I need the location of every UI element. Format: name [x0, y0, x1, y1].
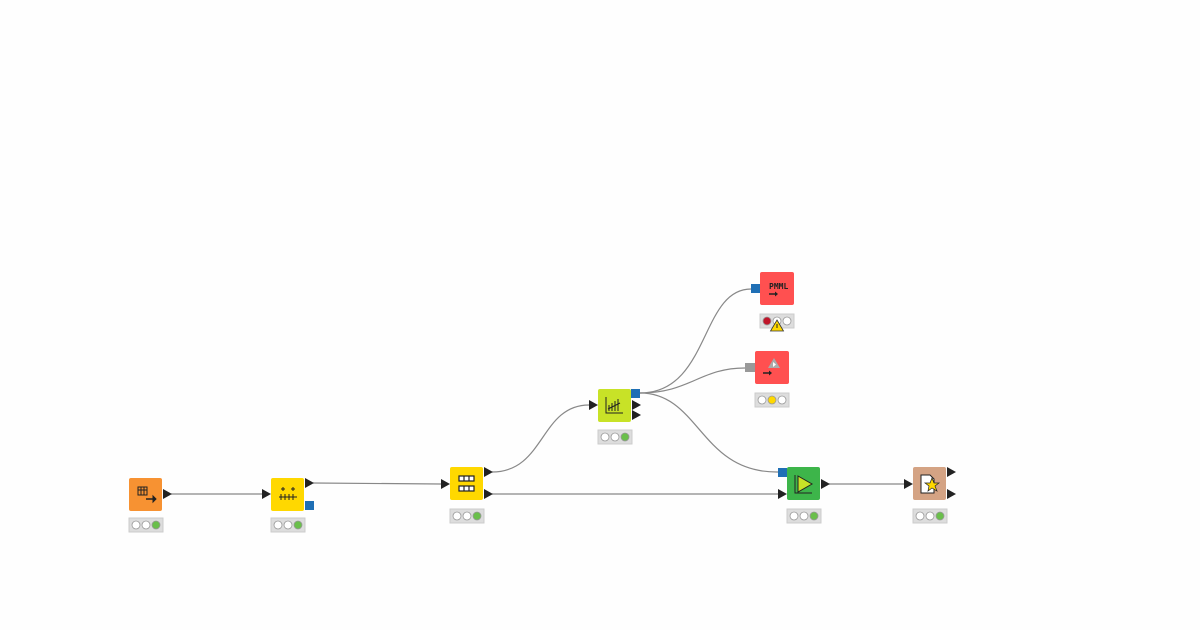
status-light	[799, 511, 809, 521]
status-light	[757, 395, 767, 405]
status-light	[610, 432, 620, 442]
output-port[interactable]	[163, 489, 172, 499]
node-scorer[interactable]	[904, 467, 956, 524]
connection[interactable]	[491, 404, 590, 473]
model-input-port[interactable]	[778, 468, 787, 477]
model-writer-icon	[763, 358, 780, 376]
partitioning-icon	[458, 475, 475, 492]
status-light	[809, 511, 819, 521]
status-light	[789, 511, 799, 521]
pmml-writer-icon: PMML	[769, 282, 788, 297]
status-light	[762, 316, 772, 326]
output-port[interactable]	[821, 479, 830, 489]
svg-text:PMML: PMML	[769, 282, 788, 291]
status-light	[462, 511, 472, 521]
input-port[interactable]	[441, 479, 450, 489]
output-port-second[interactable]	[632, 410, 641, 420]
status-light	[935, 511, 945, 521]
node-partitioning[interactable]	[441, 467, 493, 524]
output-port-first[interactable]	[947, 467, 956, 477]
status-light	[452, 511, 462, 521]
status-light	[131, 520, 141, 530]
status-light	[273, 520, 283, 530]
node-pmml-writer[interactable]: PMML	[751, 272, 795, 332]
node-body[interactable]	[271, 478, 304, 511]
table-reader-icon	[137, 486, 157, 504]
status-light	[620, 432, 630, 442]
predictor-icon	[794, 475, 814, 494]
output-port-first[interactable]	[484, 467, 493, 477]
status-light	[472, 511, 482, 521]
input-port[interactable]	[778, 489, 787, 499]
status-traffic-light	[128, 517, 164, 533]
status-light	[777, 395, 787, 405]
input-port[interactable]	[262, 489, 271, 499]
status-light	[925, 511, 935, 521]
normalizer-icon	[279, 487, 297, 500]
status-light	[915, 511, 925, 521]
node-learner[interactable]	[589, 389, 641, 445]
status-light	[782, 316, 792, 326]
status-light	[293, 520, 303, 530]
input-port[interactable]	[904, 479, 913, 489]
node-table-reader[interactable]	[128, 478, 172, 533]
model-output-port[interactable]	[305, 501, 314, 510]
status-traffic-light	[912, 508, 948, 524]
status-light	[151, 520, 161, 530]
scorer-icon	[920, 474, 941, 494]
output-port-first[interactable]	[632, 400, 641, 410]
status-traffic-light	[754, 392, 790, 408]
node-normalizer[interactable]	[262, 478, 314, 533]
connection[interactable]	[639, 367, 746, 394]
warning-icon[interactable]	[769, 319, 785, 332]
status-traffic-light	[449, 508, 485, 524]
learner-icon	[605, 397, 623, 414]
input-port[interactable]	[589, 400, 598, 410]
connection[interactable]	[639, 392, 779, 473]
node-body[interactable]	[760, 272, 794, 305]
status-traffic-light	[270, 517, 306, 533]
output-port-second[interactable]	[484, 489, 493, 499]
node-predictor[interactable]	[778, 467, 830, 524]
output-port-second[interactable]	[947, 489, 956, 499]
generic-input-port[interactable]	[745, 363, 755, 372]
node-body[interactable]	[450, 467, 483, 500]
status-traffic-light	[786, 508, 822, 524]
node-model-writer[interactable]	[745, 351, 790, 408]
connection[interactable]	[639, 288, 752, 394]
status-light	[767, 395, 777, 405]
output-port[interactable]	[305, 478, 314, 488]
model-input-port[interactable]	[751, 284, 760, 293]
model-output-port[interactable]	[631, 389, 640, 398]
status-traffic-light	[597, 429, 633, 445]
status-light	[600, 432, 610, 442]
status-light	[283, 520, 293, 530]
status-light	[141, 520, 151, 530]
connection[interactable]	[312, 482, 442, 485]
